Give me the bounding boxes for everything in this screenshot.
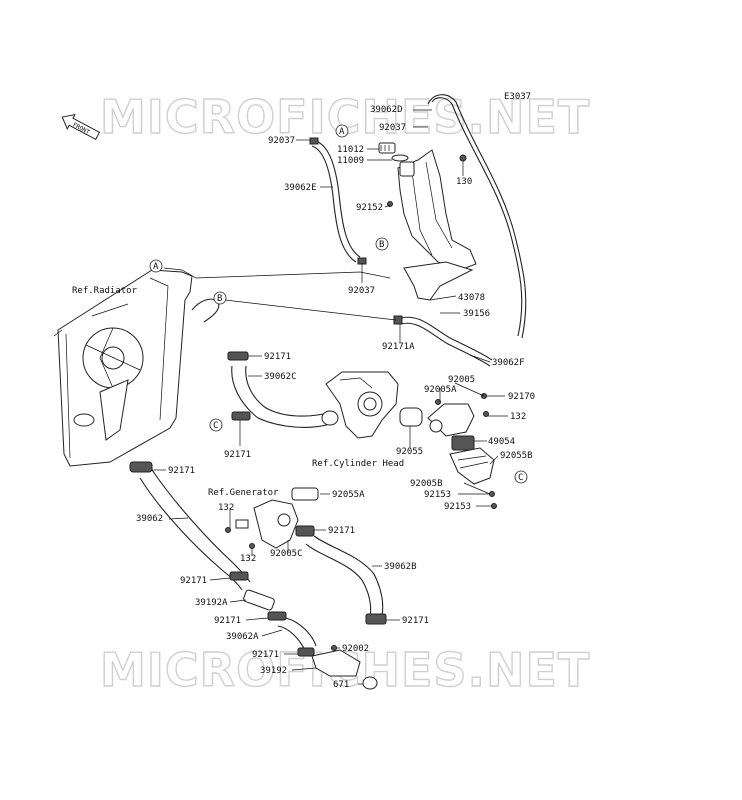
thermostat-housing (427, 393, 497, 509)
part-label: 92171 (214, 616, 241, 626)
radiator-assembly (53, 269, 193, 467)
gasket-92055a (291, 487, 319, 501)
part-label: 92005C (270, 549, 303, 559)
part-label: 132 (510, 412, 526, 422)
ref-generator-label: Ref.Generator (208, 488, 279, 498)
part-label: 92055A (332, 490, 365, 500)
part-label: 39062B (384, 562, 417, 572)
hose-39062b (305, 543, 372, 619)
part-label: 132 (218, 503, 234, 513)
overflow-hose-39062d (431, 97, 523, 337)
part-label: 39062E (284, 183, 317, 193)
tank-hose-39062e (311, 145, 357, 263)
hose-39062c (231, 365, 331, 428)
part-label: 92037 (379, 123, 406, 133)
leader-lines (152, 109, 508, 685)
callout-c-right: C (514, 470, 528, 484)
part-label: 92153 (444, 502, 471, 512)
svg-text:A: A (153, 262, 159, 272)
part-label: 43078 (458, 293, 485, 303)
hose-39156 (399, 316, 493, 361)
part-label: 92005 (448, 375, 475, 385)
part-label: 92171 (252, 650, 279, 660)
part-label: 132 (240, 554, 256, 564)
part-label: 39156 (463, 309, 490, 319)
hose-39062 (139, 477, 243, 591)
part-label: 92171A (382, 342, 415, 352)
part-label: 92055 (396, 447, 423, 457)
part-label: 39062D (370, 105, 403, 115)
callout-a-upper: A (335, 124, 349, 138)
part-label: 92171 (402, 616, 429, 626)
callout-b-upper: B (375, 237, 389, 251)
cylinder-head-assembly (325, 371, 423, 439)
part-label: 39062A (226, 632, 259, 642)
svg-text:B: B (217, 294, 222, 304)
callout-b-lower: B (213, 291, 227, 305)
part-label: 49054 (488, 437, 515, 447)
radiator-filler-hose (191, 298, 220, 323)
part-label: 92037 (348, 286, 375, 296)
part-label: 92005B (410, 479, 443, 489)
reference-line-a (163, 267, 391, 279)
part-label: 39062F (492, 358, 525, 368)
svg-text:C: C (213, 421, 218, 431)
part-label: 92005A (424, 385, 457, 395)
reservoir-tank (378, 142, 477, 271)
part-label: 92002 (342, 644, 369, 654)
ref-radiator-label: Ref.Radiator (72, 286, 138, 296)
water-pump-cover (225, 499, 299, 549)
part-label: 39062C (264, 372, 297, 382)
part-label: 130 (456, 177, 472, 187)
callout-c-left: C (209, 418, 223, 432)
part-label: 11012 (337, 145, 364, 155)
part-label: 92171 (168, 466, 195, 476)
part-label: 39062 (136, 514, 163, 524)
part-label: 92170 (508, 392, 535, 402)
part-label: 39192 (260, 666, 287, 676)
part-label: 92171 (264, 352, 291, 362)
part-label: 92153 (424, 490, 451, 500)
tank-bracket (403, 261, 474, 301)
svg-text:A: A (339, 127, 345, 137)
svg-text:B: B (379, 240, 384, 250)
callout-a-lower: A (149, 259, 163, 273)
part-label: 92152 (356, 203, 383, 213)
part-label: 11009 (337, 156, 364, 166)
o-ring-671 (362, 676, 378, 690)
part-label: 671 (333, 680, 349, 690)
pipe-39192a (243, 589, 275, 611)
part-label: 39192A (195, 598, 228, 608)
ref-cylinder-head-label: Ref.Cylinder Head (312, 459, 404, 469)
part-label: 92055B (500, 451, 533, 461)
reference-line-b (224, 299, 397, 321)
part-label: 92171 (328, 526, 355, 536)
svg-text:C: C (518, 473, 523, 483)
part-label: 92037 (268, 136, 295, 146)
diagram-code: E3037 (504, 92, 531, 102)
front-arrow-icon: FRONT (61, 114, 101, 141)
part-label: 92171 (224, 450, 251, 460)
part-label: 92171 (180, 576, 207, 586)
part-labels: 39062D 92037 92037 11012 11009 130 39062… (136, 105, 535, 690)
